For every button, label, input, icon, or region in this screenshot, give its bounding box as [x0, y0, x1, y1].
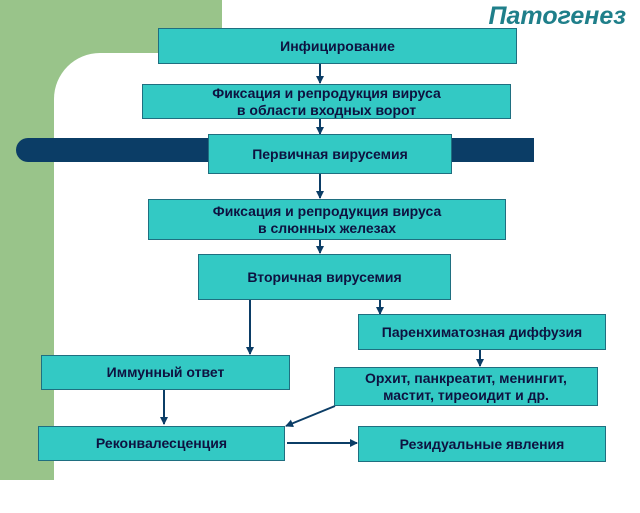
node-secondary-viremia: Вторичная вирусемия	[198, 254, 451, 300]
node-convalescence: Реконвалесценция	[38, 426, 285, 461]
node-complications: Орхит, панкреатит, менингит, мастит, тир…	[334, 367, 598, 406]
node-entry-gate: Фиксация и репродукция вируса в области …	[142, 84, 511, 119]
node-parenchymal-diffusion: Паренхиматозная диффузия	[358, 314, 606, 350]
arrows-layer	[160, 64, 484, 447]
node-primary-viremia: Первичная вирусемия	[208, 134, 452, 174]
node-infection: Инфицирование	[158, 28, 517, 64]
node-immune-response: Иммунный ответ	[41, 355, 290, 390]
page-title: Патогенез	[488, 2, 626, 30]
node-residual-effects: Резидуальные явления	[358, 426, 606, 462]
arrow-complications-to-convalescence	[285, 405, 336, 428]
node-salivary-glands: Фиксация и репродукция вируса в слюнных …	[148, 199, 506, 240]
